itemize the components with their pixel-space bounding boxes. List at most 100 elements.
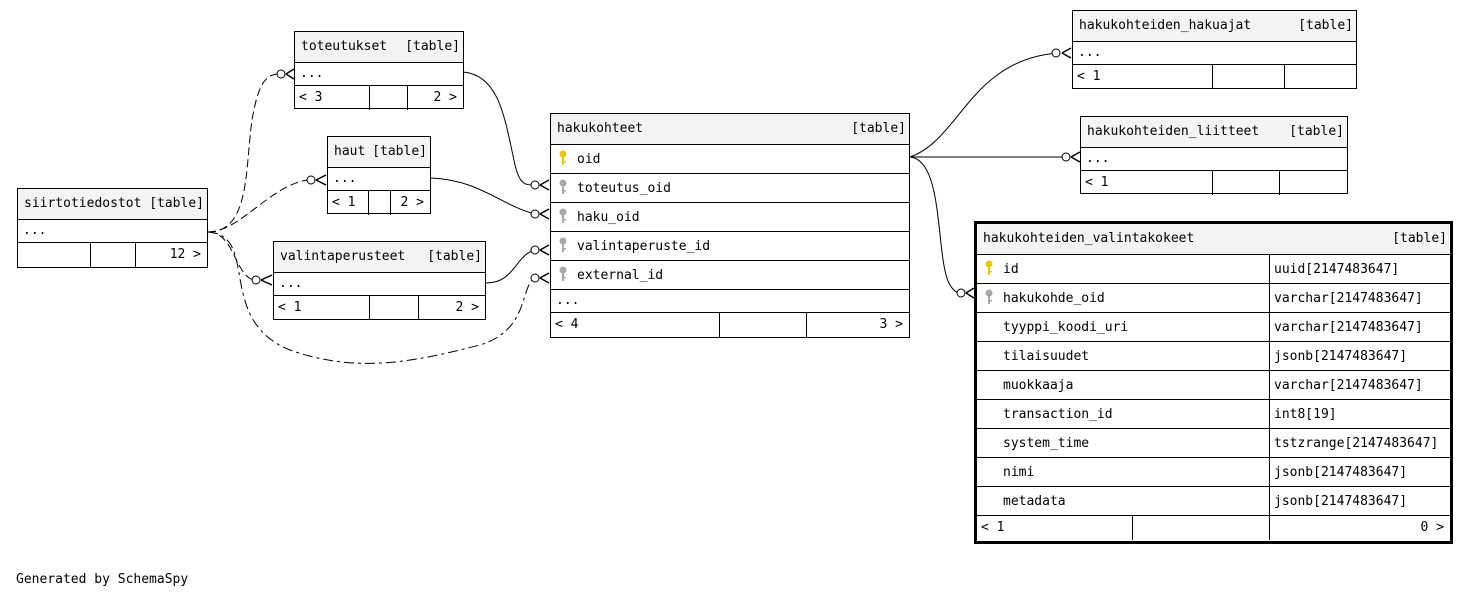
- column-row-transaction-id: transaction_id int8[19]: [977, 400, 1450, 429]
- footer-cell: [1212, 65, 1213, 89]
- generator-credit: Generated by SchemaSpy: [16, 572, 189, 587]
- table-header: siirtotiedostot [table]: [18, 189, 207, 220]
- footer-cell: [418, 296, 419, 320]
- foreign-key-icon: [559, 266, 567, 281]
- table-hakukohteiden-liitteet[interactable]: hakukohteiden_liitteet [table] ... < 1: [1080, 116, 1348, 195]
- footer-cell: [135, 243, 136, 267]
- footer-cell: [1212, 171, 1213, 195]
- ellipsis-text: ...: [556, 293, 580, 308]
- column-name: transaction_id: [1003, 407, 1113, 422]
- column-row-oid: oid: [551, 145, 909, 174]
- foreign-key-icon: [559, 179, 567, 194]
- table-name: siirtotiedostot: [24, 196, 142, 211]
- column-type: jsonb[2147483647]: [1274, 465, 1408, 480]
- table-valintaperusteet[interactable]: valintaperusteet [table] ... < 1 2 >: [273, 241, 486, 320]
- primary-key-icon: [985, 260, 993, 275]
- table-footer: < 4 3 >: [551, 313, 909, 337]
- column-type: uuid[2147483647]: [1274, 262, 1400, 277]
- table-type: [table]: [1392, 231, 1447, 246]
- ellipsis-row: ...: [1081, 148, 1347, 171]
- footer-cell: [369, 86, 370, 110]
- table-header: hakukohteiden_liitteet [table]: [1081, 117, 1347, 148]
- parents-count: < 1: [1085, 175, 1109, 190]
- link-haut-haku-oid: [430, 177, 536, 215]
- children-count: 0 >: [1420, 520, 1444, 535]
- table-name: toteutukset: [301, 39, 388, 54]
- column-divider: [1269, 284, 1270, 312]
- column-type: varchar[2147483647]: [1274, 320, 1423, 335]
- table-header: toteutukset [table]: [295, 32, 463, 63]
- table-haut[interactable]: haut [table] ... < 1 2 >: [327, 136, 431, 215]
- footer-cell: [390, 191, 391, 215]
- ellipsis-text: ...: [23, 223, 47, 238]
- table-header: valintaperusteet [table]: [274, 242, 485, 273]
- table-hakukohteiden-valintakokeet[interactable]: hakukohteiden_valintakokeet [table] id u…: [974, 221, 1453, 544]
- column-name: hakukohde_oid: [1003, 291, 1105, 306]
- column-row-valintaperuste-id: valintaperuste_id: [551, 232, 909, 261]
- column-row-metadata: metadata jsonb[2147483647]: [977, 487, 1450, 516]
- footer-cell: [1269, 516, 1270, 540]
- table-type: [table]: [1298, 18, 1353, 33]
- link-hakuajat: [909, 52, 1059, 158]
- column-divider: [1269, 458, 1270, 486]
- table-header: haut [table]: [328, 137, 430, 168]
- ellipsis-text: ...: [1086, 151, 1110, 166]
- children-count: 2 >: [455, 300, 479, 315]
- table-hakukohteet[interactable]: hakukohteet [table] oid toteutus_oid hak…: [550, 113, 910, 338]
- table-footer: < 1 0 >: [977, 516, 1450, 540]
- column-type: varchar[2147483647]: [1274, 378, 1423, 393]
- link-siirto-toteutukset: [207, 73, 279, 233]
- children-count: 2 >: [400, 195, 424, 210]
- footer-cell: [90, 243, 91, 267]
- column-name: id: [1003, 262, 1019, 277]
- table-type: [table]: [372, 144, 427, 159]
- column-name: haku_oid: [577, 210, 640, 225]
- column-name: oid: [577, 152, 601, 167]
- link-toteutukset-toteutus-oid: [462, 71, 536, 186]
- table-type: [table]: [427, 249, 482, 264]
- footer-cell: [369, 296, 370, 320]
- column-row-system-time: system_time tstzrange[2147483647]: [977, 429, 1450, 458]
- column-row-nimi: nimi jsonb[2147483647]: [977, 458, 1450, 487]
- column-name: valintaperuste_id: [577, 239, 711, 254]
- ellipsis-row: ...: [551, 290, 909, 313]
- foreign-key-icon: [559, 237, 567, 252]
- parents-count: < 1: [981, 520, 1005, 535]
- table-siirtotiedostot[interactable]: siirtotiedostot [table] ... 12 >: [17, 188, 208, 268]
- table-name: hakukohteiden_valintakokeet: [983, 231, 1195, 246]
- table-name: hakukohteiden_liitteet: [1087, 124, 1260, 139]
- column-name: external_id: [577, 268, 664, 283]
- column-divider: [1269, 342, 1270, 370]
- footer-cell: [1279, 171, 1280, 195]
- column-type: tstzrange[2147483647]: [1274, 436, 1439, 451]
- ellipsis-row: ...: [1073, 42, 1356, 65]
- column-name: system_time: [1003, 436, 1090, 451]
- column-row-tilaisuudet: tilaisuudet jsonb[2147483647]: [977, 342, 1450, 371]
- link-siirto-valintaperusteet: [207, 231, 256, 281]
- table-name: valintaperusteet: [280, 249, 406, 264]
- table-footer: < 1: [1081, 171, 1347, 195]
- table-toteutukset[interactable]: toteutukset [table] ... < 3 2 >: [294, 31, 464, 110]
- column-type: varchar[2147483647]: [1274, 291, 1423, 306]
- foreign-key-icon: [985, 289, 993, 304]
- column-row-muokkaaja: muokkaaja varchar[2147483647]: [977, 371, 1450, 400]
- ellipsis-row: ...: [18, 220, 207, 243]
- ellipsis-row: ...: [274, 273, 485, 296]
- table-footer: < 1 2 >: [274, 296, 485, 320]
- table-footer: 12 >: [18, 243, 207, 267]
- table-type: [table]: [149, 196, 204, 211]
- column-type: jsonb[2147483647]: [1274, 494, 1408, 509]
- table-hakukohteiden-hakuajat[interactable]: hakukohteiden_hakuajat [table] ... < 1: [1072, 10, 1357, 89]
- column-name: tyyppi_koodi_uri: [1003, 320, 1129, 335]
- ellipsis-text: ...: [279, 276, 303, 291]
- column-name: nimi: [1003, 465, 1035, 480]
- table-type: [table]: [1289, 124, 1344, 139]
- column-name: tilaisuudet: [1003, 349, 1090, 364]
- footer-cell: [407, 86, 408, 110]
- footer-cell: [1132, 516, 1133, 540]
- children-count: 2 >: [433, 90, 457, 105]
- parents-count: < 1: [1077, 69, 1101, 84]
- ellipsis-text: ...: [300, 66, 324, 81]
- footer-cell: [1284, 65, 1285, 89]
